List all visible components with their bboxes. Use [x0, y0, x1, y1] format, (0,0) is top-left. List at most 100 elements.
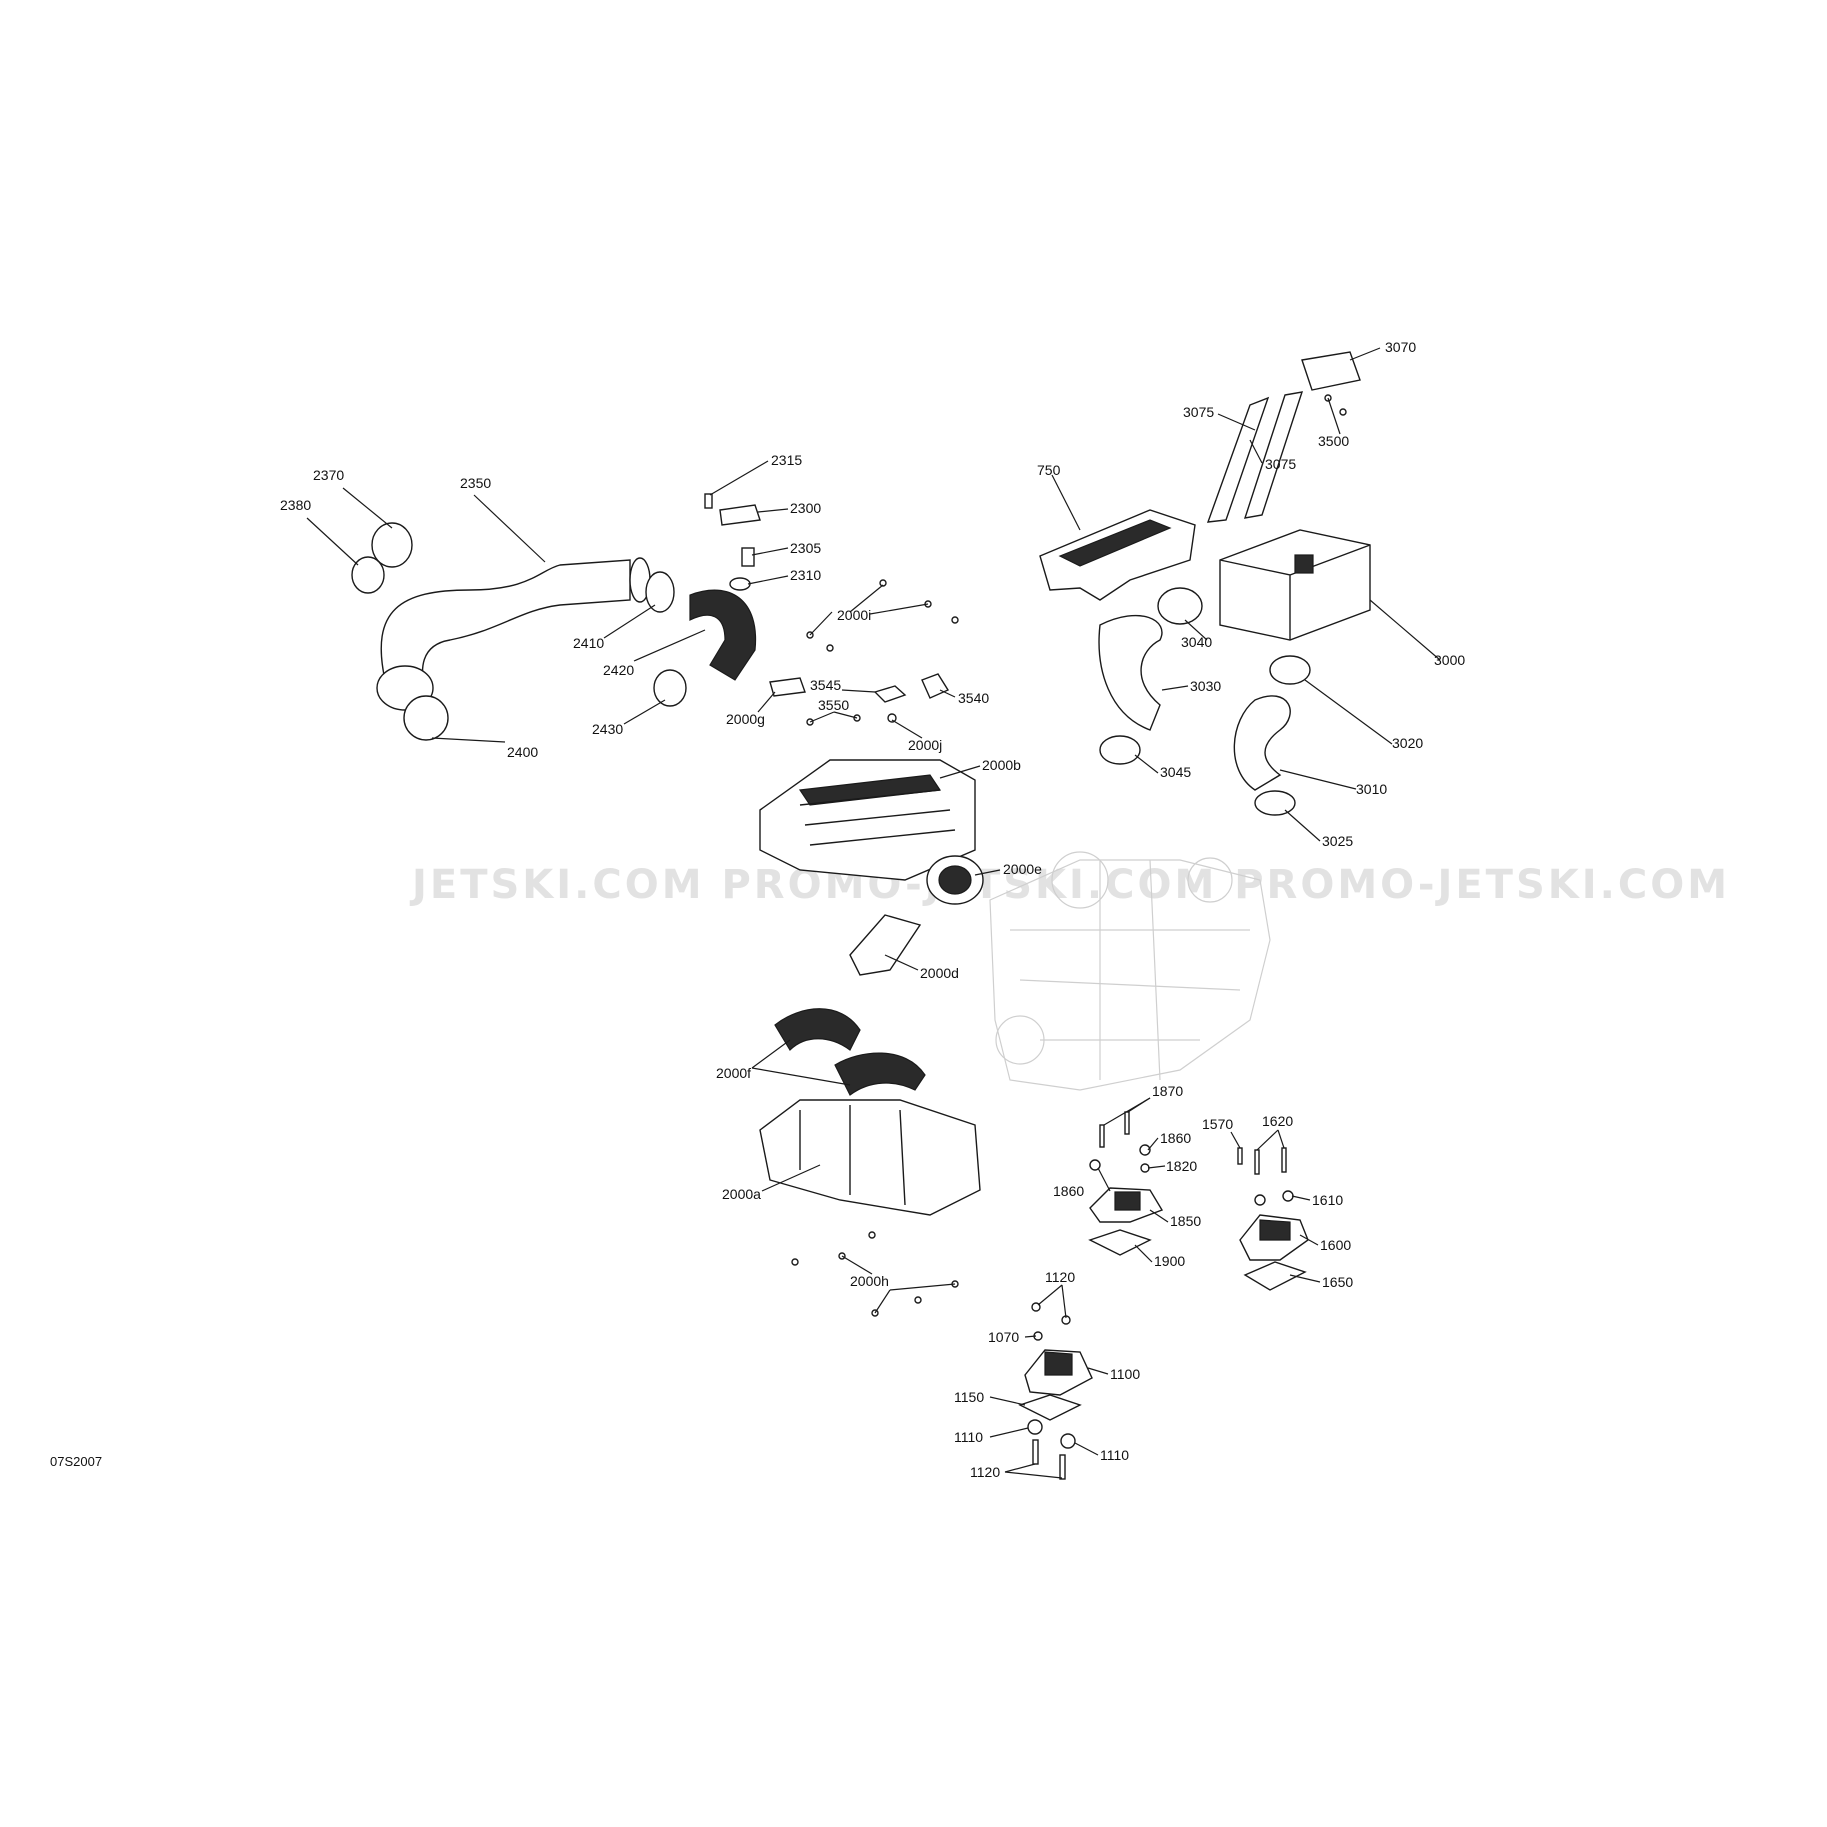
throttle-body-2000e [926, 855, 984, 905]
nut-2000j [887, 713, 897, 723]
callout-750: 750 [1037, 462, 1061, 478]
callout-1620: 1620 [1262, 1113, 1293, 1129]
callout-1860-b: 1860 [1053, 1183, 1084, 1199]
hose-2300 [719, 504, 761, 526]
engine-block-ghost [989, 851, 1271, 1091]
callout-2400: 2400 [507, 744, 538, 760]
intercooler-3000 [1219, 529, 1371, 641]
clamp-3025 [1254, 790, 1296, 816]
callout-2000h: 2000h [850, 1273, 889, 1289]
manifold-upper-2000b [759, 759, 976, 881]
shim-1650 [1243, 1261, 1307, 1291]
callout-1070: 1070 [988, 1329, 1019, 1345]
callout-2000e: 2000e [1003, 861, 1042, 877]
callout-2000g: 2000g [726, 711, 765, 727]
elbow-2000f-a [774, 1008, 861, 1051]
diagram-reference: 07S2007 [50, 1454, 102, 1469]
callout-1820: 1820 [1166, 1158, 1197, 1174]
callout-2000j: 2000j [908, 737, 942, 753]
bolt-3500b [1339, 408, 1347, 416]
callout-2000b: 2000b [982, 757, 1021, 773]
engine-mount-1100 [1024, 1349, 1093, 1396]
hose-3010 [1233, 695, 1291, 791]
bellows-2420 [689, 589, 757, 681]
mount-hardware-1600s [1237, 1147, 1294, 1206]
callout-2000d: 2000d [920, 965, 959, 981]
callout-1610: 1610 [1312, 1192, 1343, 1208]
shim-1150 [1018, 1394, 1082, 1421]
callout-1110-a: 1110 [954, 1429, 983, 1445]
seal-3540 [921, 673, 950, 699]
clip-2315 [704, 493, 713, 509]
cover-750 [1039, 509, 1196, 601]
callout-1120-a: 1120 [1045, 1269, 1075, 1285]
callout-2000a: 2000a [722, 1186, 761, 1202]
callout-3070: 3070 [1385, 339, 1416, 355]
callout-2420: 2420 [603, 662, 634, 678]
callout-2370: 2370 [313, 467, 344, 483]
coupler-2410 [645, 571, 675, 613]
callout-1120-b: 1120 [970, 1464, 1000, 1480]
intake-tube-2350 [376, 557, 651, 711]
clamp-2370 [371, 522, 413, 568]
callout-3540: 3540 [958, 690, 989, 706]
callout-1100: 1100 [1110, 1366, 1140, 1382]
callout-2305: 2305 [790, 540, 821, 556]
callout-3545: 3545 [810, 677, 841, 693]
callout-1600: 1600 [1320, 1237, 1351, 1253]
callout-1150: 1150 [954, 1389, 984, 1405]
seal-3545 [873, 685, 907, 703]
callout-1870: 1870 [1152, 1083, 1183, 1099]
callout-1850: 1850 [1170, 1213, 1201, 1229]
callout-1650: 1650 [1322, 1274, 1353, 1290]
callout-2000f: 2000f [716, 1065, 751, 1081]
engine-mount-1850 [1089, 1187, 1164, 1223]
callout-2350: 2350 [460, 475, 491, 491]
duct-2000d [849, 914, 922, 976]
callout-2430: 2430 [592, 721, 623, 737]
washer-1110b [1060, 1433, 1076, 1449]
clamp-3040 [1157, 587, 1203, 625]
gasket-2000g [769, 677, 806, 697]
elbow-2000f-b [834, 1052, 926, 1096]
callout-labels: 2370 2350 2380 2315 2300 2305 2310 2410 … [280, 339, 1465, 1480]
callout-2315: 2315 [771, 452, 802, 468]
clamp-3045 [1099, 735, 1141, 765]
callout-3550: 3550 [818, 697, 849, 713]
bolt-1120a [1032, 1439, 1039, 1465]
leader-lines [306, 347, 1441, 1479]
bolts-2000i [806, 579, 959, 652]
bolts-2000h [791, 1231, 959, 1317]
callout-2380: 2380 [280, 497, 311, 513]
callout-2000i: 2000i [837, 607, 871, 623]
fitting-2305 [741, 547, 755, 567]
callout-3030: 3030 [1190, 678, 1221, 694]
callout-1110-b: 1110 [1100, 1447, 1129, 1463]
shim-1900 [1088, 1229, 1152, 1256]
clamp-2310 [729, 577, 751, 591]
mount-hardware-1800s [1089, 1111, 1151, 1173]
callout-1900: 1900 [1154, 1253, 1185, 1269]
callout-2300: 2300 [790, 500, 821, 516]
callout-1860-a: 1860 [1160, 1130, 1191, 1146]
callout-1570: 1570 [1202, 1116, 1233, 1132]
callout-3500: 3500 [1318, 433, 1349, 449]
hose-3030 [1098, 614, 1163, 731]
cap-2400 [403, 695, 449, 741]
callout-2310: 2310 [790, 567, 821, 583]
callout-3045: 3045 [1160, 764, 1191, 780]
washer-1110a [1027, 1419, 1043, 1435]
manifold-lower-2000a [759, 1099, 981, 1216]
callout-3025: 3025 [1322, 833, 1353, 849]
clamp-3020 [1269, 655, 1311, 685]
clamp-2430 [653, 669, 687, 707]
callout-3040: 3040 [1181, 634, 1212, 650]
callout-2410: 2410 [573, 635, 604, 651]
callout-3075-b: 3075 [1265, 456, 1296, 472]
callout-3000: 3000 [1434, 652, 1465, 668]
callout-3010: 3010 [1356, 781, 1387, 797]
engine-mount-1600 [1239, 1214, 1309, 1261]
callout-3020: 3020 [1392, 735, 1423, 751]
bolt-1120b [1059, 1454, 1066, 1480]
